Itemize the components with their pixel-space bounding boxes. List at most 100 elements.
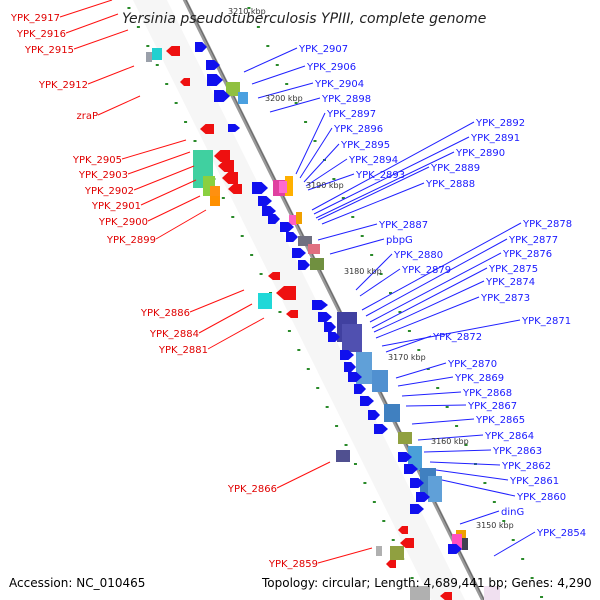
gene-label[interactable]: YPK_2867 <box>467 401 517 412</box>
gene-features <box>146 42 500 600</box>
gene-label[interactable]: YPK_2863 <box>492 446 542 457</box>
gene-label[interactable]: YPK_2893 <box>355 170 405 181</box>
gene-label[interactable]: YPK_2890 <box>455 148 505 159</box>
gene-arrow <box>195 42 207 52</box>
connector-line <box>198 303 253 334</box>
guide-dot <box>436 387 440 389</box>
gene-label[interactable]: YPK_2887 <box>378 220 428 231</box>
gene-label[interactable]: YPK_2903 <box>78 170 128 181</box>
connector-line <box>405 404 467 407</box>
gene-block <box>452 534 462 550</box>
gene-label[interactable]: YPK_2878 <box>522 219 572 230</box>
gene-arrow <box>292 248 306 258</box>
gene-label[interactable]: YPK_2861 <box>509 476 559 487</box>
gene-label[interactable]: YPK_2869 <box>454 373 504 384</box>
gene-label[interactable]: YPK_2895 <box>340 140 390 151</box>
gene-label[interactable]: YPK_2917 <box>10 13 60 24</box>
gene-arrow <box>404 464 418 474</box>
gene-label[interactable]: YPK_2870 <box>447 359 497 370</box>
gene-label[interactable]: YPK_2906 <box>306 62 356 73</box>
gene-label[interactable]: YPK_2881 <box>158 345 208 356</box>
gene-label[interactable]: YPK_2884 <box>149 329 199 340</box>
gene-block <box>146 52 152 62</box>
gene-label[interactable]: YPK_2879 <box>401 265 451 276</box>
gene-label[interactable]: dinG <box>501 507 524 518</box>
connector-line <box>147 195 201 222</box>
topology-text: Topology: circular; Length: 4,689,441 bp… <box>261 576 592 590</box>
gene-label[interactable]: YPK_2876 <box>502 249 552 260</box>
gene-arrow <box>398 452 412 462</box>
gene-arrow <box>298 260 310 270</box>
gene-arrow <box>262 206 276 216</box>
connector-line <box>361 222 522 311</box>
gene-label[interactable]: YPK_2912 <box>38 80 88 91</box>
gene-label[interactable]: YPK_2859 <box>268 559 318 570</box>
gene-block <box>298 236 312 246</box>
gene-label[interactable]: YPK_2898 <box>321 94 371 105</box>
scale-label: 3160 kbp <box>431 437 469 446</box>
gene-label[interactable]: YPK_2860 <box>516 492 566 503</box>
gene-label[interactable]: YPK_2889 <box>430 163 480 174</box>
connector-line <box>329 238 385 255</box>
gene-label[interactable]: YPK_2894 <box>348 155 398 166</box>
guide-dot <box>266 45 270 47</box>
gene-label[interactable]: YPK_2916 <box>16 29 66 40</box>
gene-label[interactable]: YPK_2874 <box>485 277 535 288</box>
gene-label[interactable]: YPK_2866 <box>227 484 277 495</box>
gene-label[interactable]: YPK_2902 <box>84 186 134 197</box>
gene-label[interactable]: YPK_2886 <box>140 308 190 319</box>
gene-label[interactable]: YPK_2888 <box>425 179 475 190</box>
connector-line <box>411 418 475 425</box>
connector-line <box>395 362 447 379</box>
gene-label[interactable]: pbpG <box>386 235 413 246</box>
gene-label[interactable]: YPK_2901 <box>91 201 141 212</box>
gene-arrow <box>228 184 242 194</box>
connector-line <box>315 151 455 219</box>
gene-label[interactable]: YPK_2904 <box>314 79 364 90</box>
gene-label[interactable]: YPK_2875 <box>488 264 538 275</box>
gene-label[interactable]: YPK_2871 <box>521 316 571 327</box>
connector-line <box>375 296 480 339</box>
gene-arrow <box>268 272 280 280</box>
connector-line <box>97 95 141 116</box>
gene-label[interactable]: YPK_2862 <box>501 461 551 472</box>
gene-label[interactable]: YPK_2854 <box>536 528 586 539</box>
gene-label[interactable]: zraP <box>76 111 98 122</box>
gene-label[interactable]: YPK_2907 <box>298 44 348 55</box>
gene-label[interactable]: YPK_2868 <box>462 388 512 399</box>
gene-arrow <box>252 182 268 194</box>
guide-dot <box>174 102 178 104</box>
gene-arrow <box>222 172 238 184</box>
guide-dot <box>502 520 506 522</box>
gene-label[interactable]: YPK_2877 <box>508 235 558 246</box>
gene-arrow <box>286 232 298 242</box>
gene-arrow <box>374 424 388 434</box>
guide-dot <box>382 520 386 522</box>
gene-label[interactable]: YPK_2864 <box>484 431 534 442</box>
gene-label[interactable]: YPK_2897 <box>326 109 376 120</box>
connector-line <box>355 253 393 291</box>
gene-block <box>376 546 382 556</box>
gene-arrow <box>368 410 380 420</box>
gene-label[interactable]: YPK_2872 <box>432 332 482 343</box>
gene-label[interactable]: YPK_2892 <box>475 118 525 129</box>
guide-dot <box>256 26 260 28</box>
scale-label: 3180 kbp <box>344 267 382 276</box>
gene-block <box>462 538 468 550</box>
gene-label[interactable]: YPK_2900 <box>98 217 148 228</box>
gene-block <box>152 48 162 60</box>
gene-arrow <box>348 372 362 382</box>
track-band <box>132 0 466 600</box>
gene-label[interactable]: YPK_2905 <box>72 155 122 166</box>
gene-label[interactable]: YPK_2880 <box>393 250 443 261</box>
guide-dot <box>483 482 487 484</box>
gene-label[interactable]: YPK_2896 <box>333 124 383 135</box>
gene-block <box>279 181 287 193</box>
gene-label[interactable]: YPK_2899 <box>106 235 156 246</box>
guide-dot <box>325 406 329 408</box>
gene-label[interactable]: YPK_2915 <box>24 45 74 56</box>
gene-label[interactable]: YPK_2865 <box>475 415 525 426</box>
gene-label[interactable]: YPK_2891 <box>470 133 520 144</box>
gene-label[interactable]: YPK_2873 <box>480 293 530 304</box>
